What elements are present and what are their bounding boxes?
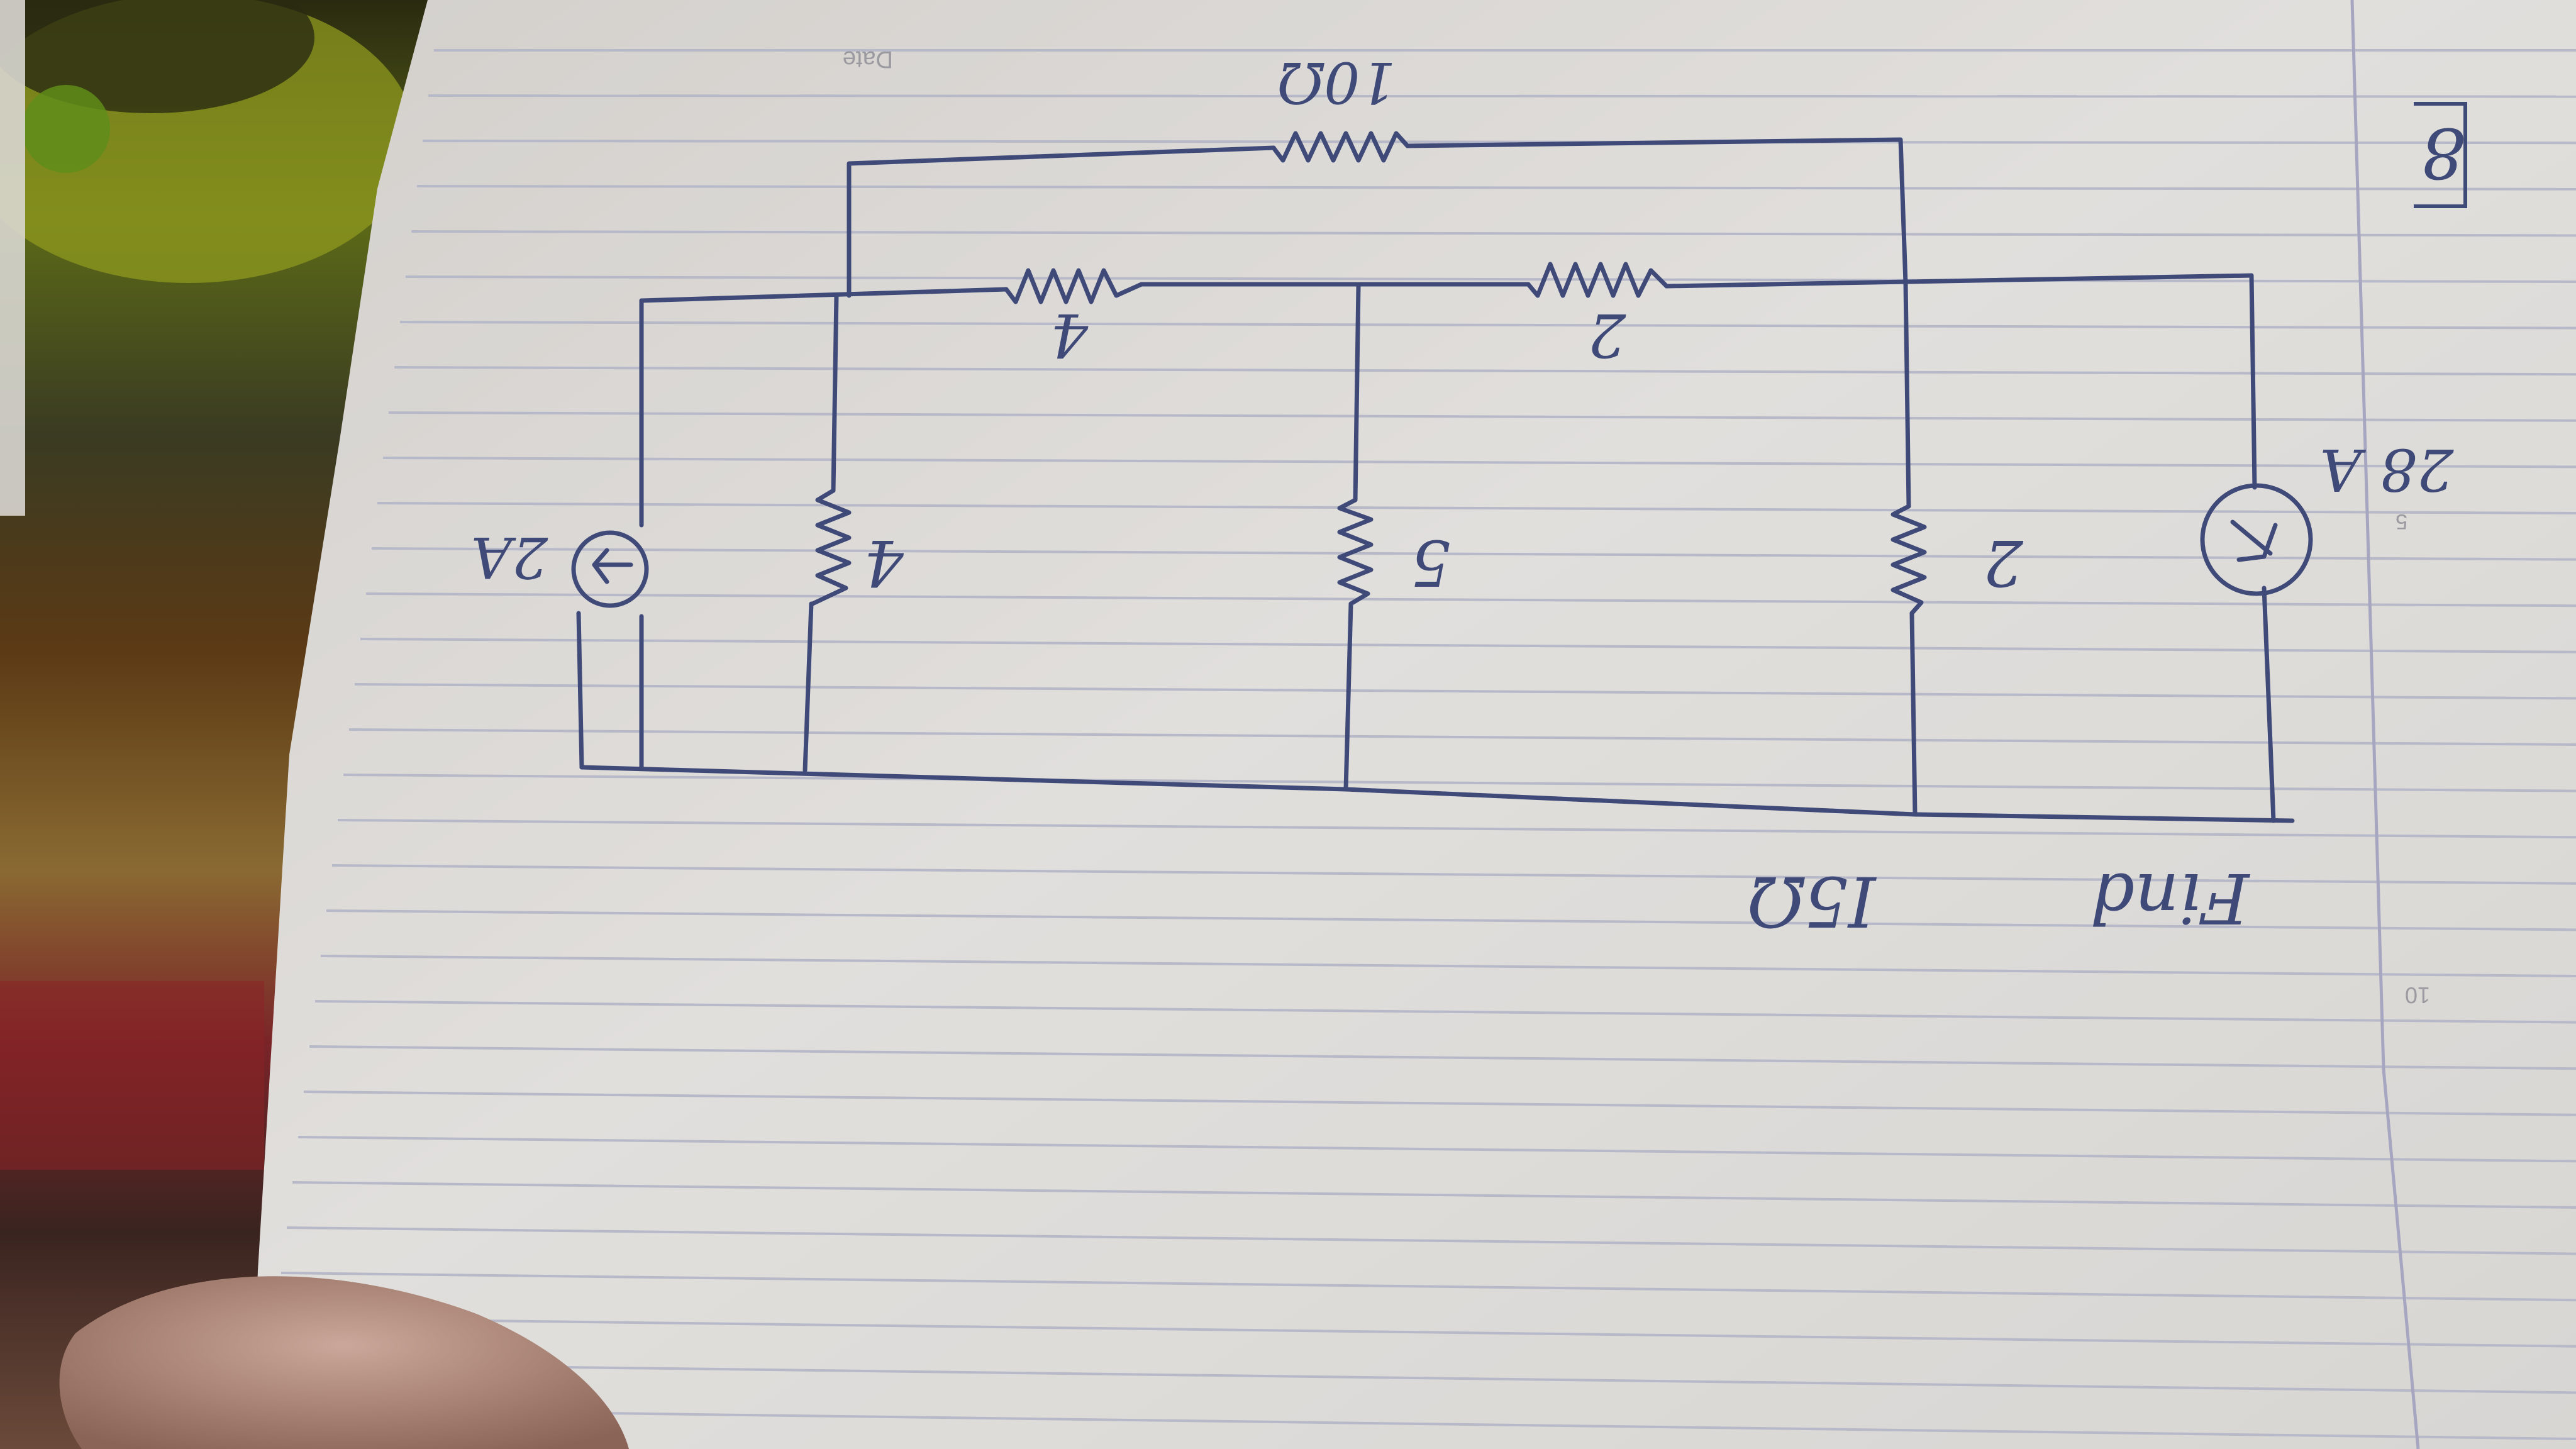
background-green-logo (22, 85, 110, 173)
ruled-line (343, 774, 2576, 792)
wire-top-outer-right (1405, 137, 1908, 286)
label-top-resistor: 10Ω (1277, 49, 1396, 115)
current-source-left (571, 530, 649, 608)
background-white-card (0, 0, 25, 516)
ruled-line (405, 275, 2576, 283)
ruled-line (331, 864, 2576, 885)
resistor-top-10ohm (1271, 131, 1410, 163)
ruled-line (314, 1000, 2576, 1024)
ruled-line (394, 366, 2576, 376)
ruled-line (309, 1045, 2576, 1070)
ruled-line (264, 1407, 2576, 1440)
ruled-line (326, 909, 2576, 931)
ruled-line (269, 1362, 2576, 1394)
question-number: 8 (2421, 113, 2465, 193)
label-left-source: 2A (471, 524, 548, 590)
ruled-line (286, 1226, 2576, 1255)
find-prefix: Find (2090, 858, 2251, 938)
resistor-right-shunt-2 (1890, 504, 1927, 616)
ruled-line (320, 955, 2576, 977)
current-source-left-arrow (592, 548, 633, 584)
label-right-shunt-resistor: 2 (1983, 526, 2024, 599)
ruled-line (416, 185, 2576, 191)
wire-upper-left (639, 287, 1009, 303)
finger (59, 1276, 630, 1449)
label-right-series-resistor: 2 (1588, 300, 1626, 369)
margin-number-5: 5 (2396, 509, 2407, 533)
ruled-line (292, 1181, 2576, 1209)
circuit-diagram (571, 131, 2313, 823)
wire-top-outer-left (847, 145, 1276, 298)
margin-line (2350, 0, 2420, 1449)
wire-left-shunt (802, 293, 839, 773)
label-left-series-resistor: 4 (1050, 300, 1089, 369)
margin-number-10: 10 (2405, 982, 2430, 1008)
label-center-shunt-resistor: 5 (1411, 526, 1451, 599)
ruled-line (354, 683, 2576, 700)
resistor-left-shunt-4 (810, 488, 852, 606)
question-number-box (2414, 102, 2467, 208)
ruled-line (303, 1091, 2576, 1116)
wire-center-shunt (1343, 284, 1361, 792)
ruled-line (365, 592, 2576, 608)
wire-bottom-left (576, 611, 584, 770)
ruled-line (280, 1272, 2576, 1302)
current-source-right (2200, 483, 2313, 596)
ruled-line (275, 1317, 2576, 1348)
ruled-line (428, 94, 2576, 98)
resistor-center-shunt-5 (1337, 497, 1374, 606)
current-source-right-arrow (2230, 519, 2278, 562)
ruled-line (411, 230, 2576, 237)
wire-right-source (2249, 273, 2276, 823)
wire-bottom-rail (579, 765, 2295, 823)
ruled-line (297, 1136, 2576, 1163)
ruled-line (399, 321, 2576, 330)
resistor-upper-left-4 (1004, 268, 1144, 304)
wire-upper-right (1664, 273, 2254, 289)
label-left-shunt-resistor: 4 (863, 526, 904, 599)
ruled-lines (264, 49, 2576, 1440)
ruled-line (348, 728, 2576, 746)
background-red-object (0, 981, 264, 1170)
label-right-source: 28 A (2320, 436, 2455, 503)
background-dark-object (0, 0, 314, 113)
ruled-line (422, 140, 2576, 145)
circuit-labels: 10Ω 4 2 4 5 2 2A 28 A 8 Find I5Ω (471, 49, 2467, 941)
find-target: I5Ω (1747, 861, 1877, 941)
resistor-upper-right-2 (1526, 262, 1669, 298)
ruled-line (360, 638, 2576, 653)
ruled-line (388, 411, 2576, 422)
date-label: Date (843, 46, 893, 72)
wire-right-shunt (1903, 280, 1918, 817)
ruled-line (382, 457, 2576, 469)
ruled-line (337, 819, 2576, 839)
notebook-page (252, 0, 2576, 1449)
ruled-line (371, 547, 2576, 561)
